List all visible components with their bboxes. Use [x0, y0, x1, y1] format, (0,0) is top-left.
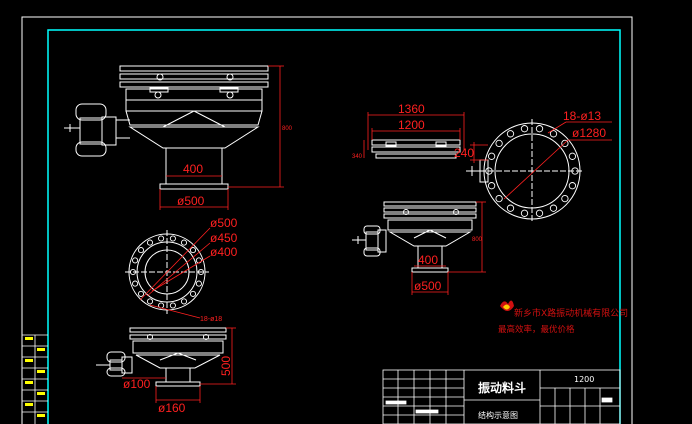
bolt-hole: [520, 125, 529, 133]
right-hopper-dimensions: [411, 201, 486, 295]
bolt-hole: [506, 204, 515, 212]
outer-frame: [21, 16, 633, 424]
right-hopper-width-400: 400: [418, 253, 438, 267]
bolt-hole: [180, 239, 188, 246]
revision-strip: [22, 334, 48, 424]
small-hopper-dia-100: ø100: [123, 377, 151, 391]
small-holes-18-18: 18-ø18: [200, 316, 222, 323]
small-hopper-view: [96, 327, 227, 387]
bolt-hole: [535, 125, 544, 133]
bolt-hole: [129, 268, 137, 276]
bolt-hole: [571, 167, 579, 175]
bolt-hole: [535, 209, 544, 217]
small-dia-400: ø400: [210, 245, 238, 259]
bolt-hole: [180, 298, 188, 305]
bolt-hole: [169, 302, 176, 309]
small-hopper-dimensions: [122, 327, 236, 403]
large-flange-holes: [485, 125, 579, 217]
small-flange-holes: [129, 235, 205, 309]
large-flange-holes-18-13: 18-ø13: [563, 109, 601, 123]
front-view-hopper: [64, 65, 269, 190]
thickness-340: 340: [352, 154, 363, 160]
bolt-hole: [137, 290, 145, 297]
drawing-border: [47, 29, 621, 424]
bolt-hole: [561, 139, 569, 148]
company-slogan: 最高效率，最优价格: [498, 324, 575, 335]
right-top-view: [371, 139, 461, 159]
small-flange-leaders: [139, 227, 211, 319]
front-width-400: 400: [183, 162, 203, 176]
right-hopper-height-800: 800: [472, 237, 483, 243]
title-size-1200: 1200: [574, 375, 594, 384]
large-flange-dia-1280: ø1280: [572, 126, 606, 140]
bolt-hole: [195, 257, 202, 264]
small-hopper-dia-160: ø160: [158, 401, 186, 415]
bolt-hole: [487, 182, 496, 190]
width-1360: 1360: [398, 102, 425, 116]
bolt-hole: [195, 280, 202, 287]
right-hopper-dia-500: ø500: [414, 279, 442, 293]
small-hopper-height-500: 500: [219, 356, 233, 376]
bolt-hole: [132, 257, 139, 264]
bolt-hole: [189, 290, 197, 297]
bolt-hole: [487, 152, 496, 160]
title-block: [382, 369, 621, 424]
small-dia-450: ø450: [210, 231, 238, 245]
bolt-hole: [568, 182, 577, 190]
width-1200: 1200: [398, 118, 425, 132]
right-top-dimensions: [363, 112, 465, 158]
bolt-hole: [189, 247, 197, 254]
large-flange-view: [466, 119, 584, 223]
company-logo-icon: [500, 300, 514, 311]
bolt-hole: [137, 247, 145, 254]
title-product-name: 振动料斗: [478, 380, 526, 395]
front-view-dimensions: [159, 65, 284, 210]
right-hopper-view: [352, 201, 477, 273]
bolt-hole: [146, 298, 154, 305]
bolt-hole: [568, 152, 577, 160]
bolt-hole: [506, 130, 515, 138]
company-name: 新乡市X路振动机械有限公司: [514, 307, 628, 319]
bolt-hole: [146, 239, 154, 246]
bolt-hole: [561, 194, 569, 203]
front-height-800: 800: [282, 126, 293, 132]
bolt-hole: [132, 280, 139, 287]
bolt-hole: [485, 167, 493, 175]
height-240: 240: [454, 146, 474, 160]
small-dia-500: ø500: [210, 216, 238, 230]
bolt-hole: [158, 235, 165, 242]
front-outlet-dia-500: ø500: [177, 194, 205, 208]
bolt-hole: [520, 209, 529, 217]
large-flange-dimensions: [470, 121, 612, 200]
bolt-hole: [495, 139, 503, 148]
bolt-hole: [549, 130, 558, 138]
title-drawing-type: 结构示意图: [478, 410, 518, 420]
bolt-hole: [549, 204, 558, 212]
bolt-hole: [495, 194, 503, 203]
bolt-hole: [197, 268, 205, 276]
bolt-hole: [169, 235, 176, 242]
